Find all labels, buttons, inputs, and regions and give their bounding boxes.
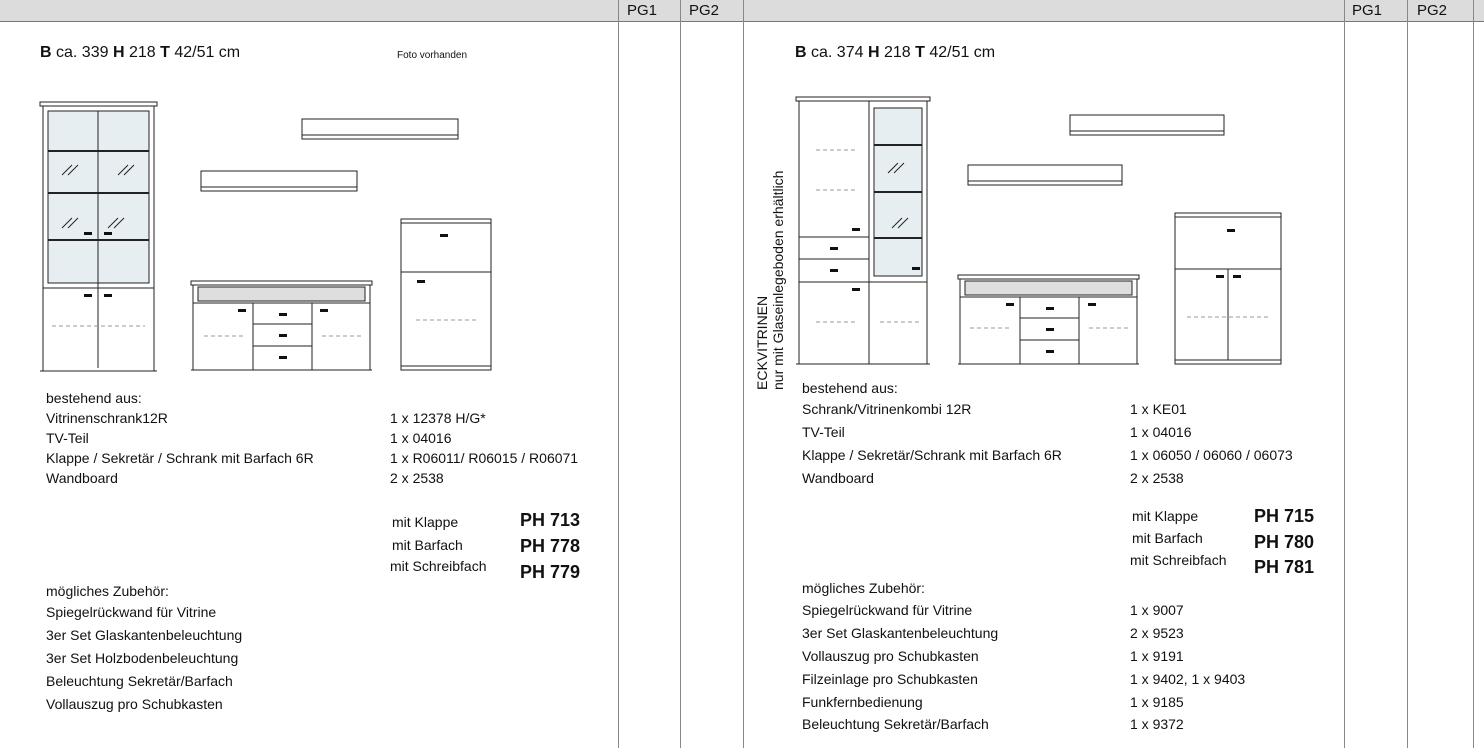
left-price-code: PH 779 — [520, 562, 581, 582]
photo-note: Foto vorhanden — [397, 50, 468, 61]
right-accessory-qty: 2 x 9523 — [1130, 625, 1184, 641]
right-accessory-name: Vollauszug pro Schubkasten — [802, 648, 979, 664]
left-accessory: Spiegelrückwand für Vitrine — [46, 604, 217, 620]
right-item-name: Wandboard — [802, 470, 874, 486]
right-dimensions-heading: B ca. 374 H 218 T 42/51 cm — [795, 44, 996, 61]
left-item-qty: 2 x 2538 — [390, 470, 444, 486]
header-pg1-right: PG1 — [1352, 2, 1383, 19]
left-consists-label: bestehend aus: — [46, 390, 142, 406]
right-accessory-name: Beleuchtung Sekretär/Barfach — [802, 716, 989, 732]
right-accessory-qty: 1 x 9007 — [1130, 602, 1184, 618]
column-divider — [618, 0, 619, 748]
column-divider — [680, 0, 681, 748]
left-dimensions-heading: B ca. 339 H 218 T 42/51 cm — [40, 44, 241, 61]
right-price-code: PH 781 — [1254, 557, 1315, 577]
right-accessory-name: 3er Set Glaskantenbeleuchtung — [802, 625, 999, 641]
right-vertical-title: ECKVITRINEN — [754, 295, 770, 390]
left-item-name: TV-Teil — [46, 430, 89, 446]
left-accessories-label: mögliches Zubehör: — [46, 583, 169, 599]
column-divider — [1407, 0, 1408, 748]
right-accessories-label: mögliches Zubehör: — [802, 580, 925, 596]
left-price-code: PH 778 — [520, 536, 581, 556]
header-pg2-left: PG2 — [689, 2, 720, 19]
left-item-name: Wandboard — [46, 470, 118, 486]
column-divider — [1473, 0, 1474, 748]
right-consists-label: bestehend aus: — [802, 380, 898, 396]
left-item-qty: 1 x R06011/ R06015 / R06071 — [390, 450, 579, 466]
right-item-name: Klappe / Sekretär/Schrank mit Barfach 6R — [802, 447, 1062, 463]
right-accessory-qty: 1 x 9191 — [1130, 648, 1184, 664]
right-accessory-qty: 1 x 9372 — [1130, 716, 1184, 732]
right-price-label: mit Schreibfach — [1130, 552, 1227, 568]
right-price-code: PH 780 — [1254, 532, 1315, 552]
right-item-name: TV-Teil — [802, 424, 845, 440]
right-accessory-qty: 1 x 9402, 1 x 9403 — [1130, 671, 1246, 687]
right-item-qty: 1 x 04016 — [1130, 424, 1192, 440]
left-price-label: mit Klappe — [392, 514, 459, 530]
right-price-label: mit Klappe — [1132, 508, 1199, 524]
right-price-label: mit Barfach — [1132, 530, 1203, 546]
left-price-label: mit Barfach — [392, 537, 463, 553]
table-header-bar — [0, 0, 1484, 22]
left-item-name: Vitrinenschrank12R — [46, 410, 168, 426]
column-divider — [743, 0, 744, 748]
right-accessory-name: Spiegelrückwand für Vitrine — [802, 602, 973, 618]
left-price-label: mit Schreibfach — [390, 558, 487, 574]
left-accessory: Beleuchtung Sekretär/Barfach — [46, 673, 233, 689]
left-price-code: PH 713 — [520, 510, 581, 530]
column-divider — [1344, 0, 1345, 748]
right-item-qty: 2 x 2538 — [1130, 470, 1184, 486]
left-accessory: 3er Set Holzbodenbeleuchtung — [46, 650, 239, 666]
header-pg1-left: PG1 — [627, 2, 658, 19]
right-accessory-name: Funkfernbedienung — [802, 694, 923, 710]
right-accessory-qty: 1 x 9185 — [1130, 694, 1184, 710]
left-item-qty: 1 x 04016 — [390, 430, 452, 446]
left-accessory: 3er Set Glaskantenbeleuchtung — [46, 627, 243, 643]
left-item-name: Klappe / Sekretär / Schrank mit Barfach … — [46, 450, 314, 466]
left-accessory: Vollauszug pro Schubkasten — [46, 696, 223, 712]
left-furniture-drawing — [39, 101, 492, 372]
left-item-qty: 1 x 12378 H/G* — [390, 410, 486, 426]
right-item-name: Schrank/Vitrinenkombi 12R — [802, 401, 972, 417]
right-accessory-name: Filzeinlage pro Schubkasten — [802, 671, 978, 687]
right-price-code: PH 715 — [1254, 506, 1315, 526]
right-item-qty: 1 x 06050 / 06060 / 06073 — [1130, 447, 1293, 463]
right-item-qty: 1 x KE01 — [1130, 401, 1187, 417]
header-pg2-right: PG2 — [1417, 2, 1448, 19]
right-furniture-drawing — [795, 96, 1282, 365]
